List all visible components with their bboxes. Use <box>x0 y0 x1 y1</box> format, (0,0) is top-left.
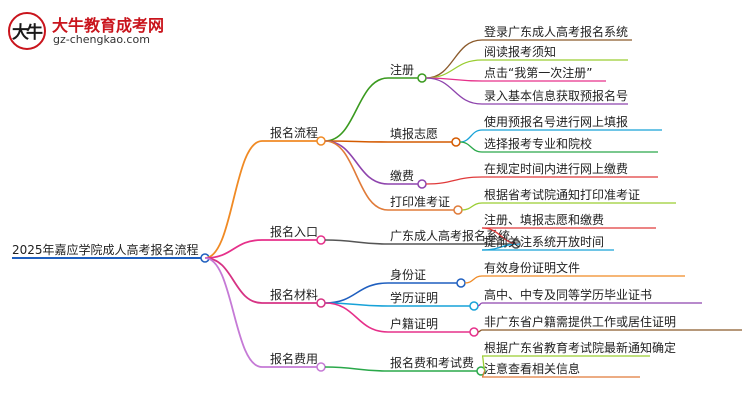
sub-node-label: 身份证 <box>390 267 426 282</box>
leaf-node-label: 阅读报考须知 <box>484 44 556 59</box>
branch-label: 报名材料 <box>270 287 318 302</box>
connector-line <box>477 302 483 307</box>
connector-line <box>459 129 483 143</box>
connector-line <box>324 366 389 372</box>
sub-node-label: 打印准考证 <box>390 195 450 209</box>
connector-line <box>425 176 483 185</box>
connector-line <box>477 329 483 333</box>
connector-line <box>204 239 263 259</box>
sub-node-label: 报名费和考试费 <box>390 355 474 370</box>
sub-node-label: 学历证明 <box>390 290 438 305</box>
leaf-node-label: 根据省考试院通知打印准考证 <box>484 187 640 202</box>
connector-line <box>461 202 483 211</box>
node-knob <box>316 298 326 308</box>
logo-glyph: 大牛 <box>12 23 43 43</box>
node-knob <box>469 301 479 311</box>
leaf-node-label: 录入基本信息获取预报名号 <box>484 88 628 103</box>
root-node-label: 2025年嘉应学院成人高考报名流程 <box>12 242 199 257</box>
node-knob <box>316 136 326 146</box>
connector-line <box>324 282 389 304</box>
leaf-node-label: 选择报考专业和院校 <box>484 136 592 151</box>
leaf-node-label: 有效身份证明文件 <box>484 260 580 275</box>
node-knob <box>451 137 461 147</box>
node-knob <box>316 362 326 372</box>
leaf-node-label: 注册、填报志愿和缴费 <box>484 212 604 227</box>
connector-line <box>204 257 263 368</box>
leaf-node-label: 提前关注系统开放时间 <box>484 234 604 249</box>
brand-url: gz-chengkao.com <box>53 33 150 46</box>
connector-line <box>464 275 483 284</box>
sub-node-label: 户籍证明 <box>390 316 438 331</box>
branch-label: 报名流程 <box>270 125 318 140</box>
branch-label: 报名入口 <box>270 224 318 239</box>
node-knob <box>453 205 463 215</box>
node-knob <box>316 235 326 245</box>
connector-line <box>425 39 483 79</box>
leaf-node-label: 注意查看相关信息 <box>484 361 580 376</box>
leaf-node-label: 根据广东省教育考试院最新通知确定 <box>484 340 676 355</box>
leaf-node-label: 高中、中专及同等学历毕业证书 <box>484 287 652 302</box>
leaf-node-label: 在规定时间内进行网上缴费 <box>484 161 628 176</box>
connector-line <box>459 141 483 153</box>
node-knob <box>417 73 427 83</box>
connector-line <box>425 77 483 105</box>
connector-line <box>425 59 483 79</box>
sub-node-label: 广东成人高考报名系统 <box>390 228 510 243</box>
sub-node-label: 注册 <box>390 62 414 77</box>
connector-line <box>324 140 389 185</box>
leaf-node-label: 非广东省户籍需提供工作或居住证明 <box>484 314 676 329</box>
connector-line <box>324 140 389 211</box>
connector-line <box>204 257 263 304</box>
node-knob <box>417 179 427 189</box>
branch-label: 报名费用 <box>270 351 318 366</box>
node-knob <box>469 327 479 337</box>
sub-node-label: 填报志愿 <box>390 126 438 141</box>
brand-title: 大牛教育成考网 <box>52 16 165 35</box>
sub-node-label: 缴费 <box>390 168 414 183</box>
logo-circle-icon <box>8 12 46 50</box>
connector-line <box>324 239 389 245</box>
connector-line <box>324 77 389 142</box>
leaf-node-label: 登录广东成人高考报名系统 <box>484 24 628 39</box>
leaf-node-label: 使用预报名号进行网上填报 <box>484 114 628 129</box>
leaf-node-label: 点击“我第一次注册” <box>484 65 592 80</box>
node-knob <box>456 278 466 288</box>
connector-line <box>324 302 389 333</box>
connector-line <box>204 140 263 259</box>
